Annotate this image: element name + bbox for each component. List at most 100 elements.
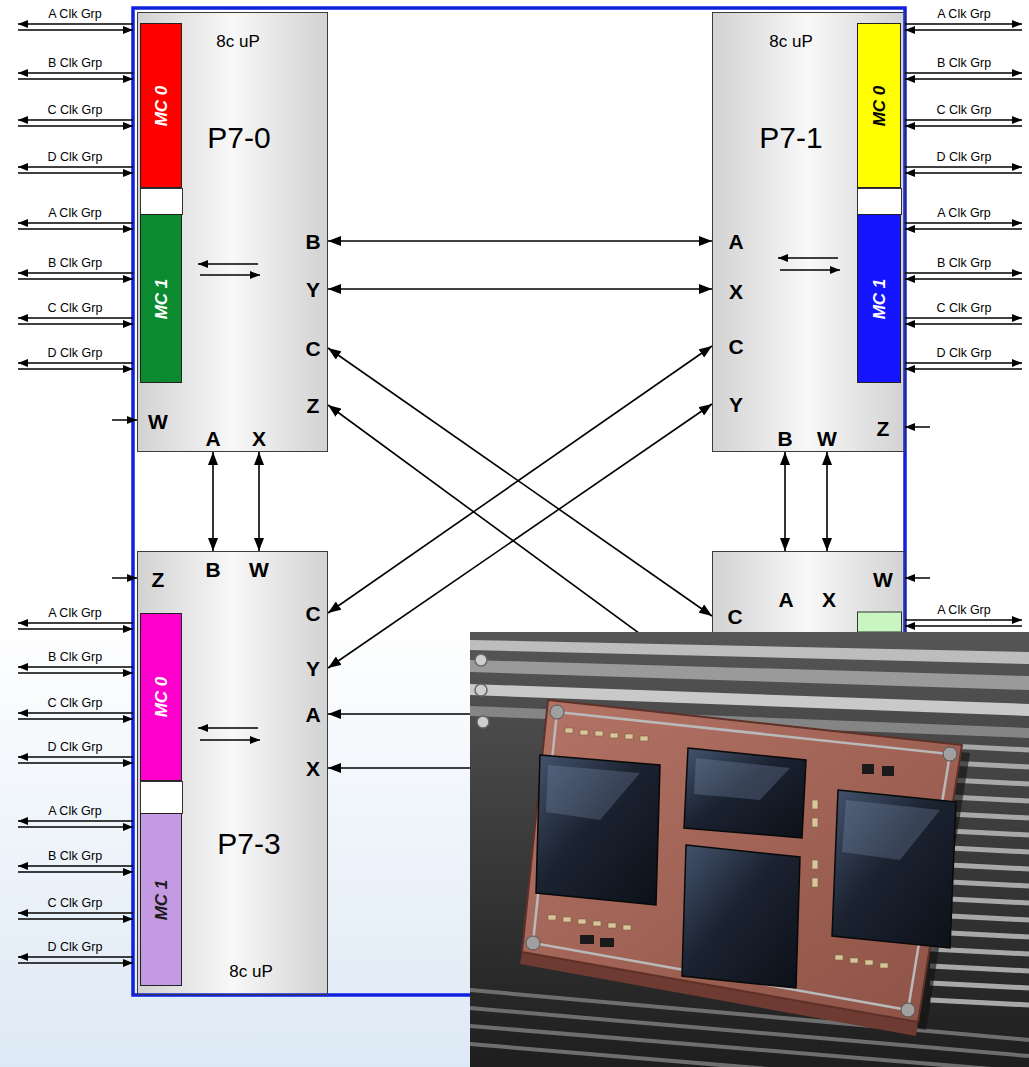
bus-link	[328, 348, 712, 616]
memory-controller-box: MC 0	[140, 23, 182, 188]
processor-box: 8c uPP7-1AXCYZBWMC 0MC 1	[712, 12, 905, 452]
lower-fins-part	[470, 1026, 1029, 1067]
clock-group-arrows-part	[905, 167, 1022, 173]
port-letter: C	[727, 606, 742, 627]
components-part	[880, 963, 888, 968]
port-letter: A	[778, 589, 793, 610]
chip-fill	[712, 12, 905, 452]
clock-group-arrows-part	[18, 623, 133, 629]
internal-arrows-part	[200, 739, 260, 740]
clock-group-arrows-part	[18, 273, 133, 279]
frame-corners-part	[901, 1003, 915, 1017]
clock-group-label: D Clk Grp	[937, 151, 992, 164]
clock-group-arrows-part	[18, 821, 133, 827]
clock-group-arrows-part	[18, 913, 133, 919]
port-letter: W	[148, 411, 168, 432]
internal-arrows-part	[778, 257, 838, 258]
clock-group-arrows-part	[18, 866, 133, 872]
components-part	[593, 921, 601, 926]
internal-arrows-part	[198, 263, 258, 264]
components-part	[625, 734, 633, 739]
internal-arrows-part	[200, 274, 260, 275]
clock-group-label: D Clk Grp	[48, 741, 103, 754]
frame-corners-part	[526, 936, 540, 950]
clock-group-arrows-part	[18, 223, 133, 229]
module-photo	[470, 632, 1029, 1067]
clock-group-arrows-part	[905, 363, 1022, 369]
bus-link	[328, 288, 712, 290]
clock-group-arrows-part	[18, 24, 133, 30]
components-part	[608, 923, 616, 928]
clock-group-label: C Clk Grp	[48, 697, 103, 710]
port-letter: A	[728, 231, 743, 252]
clock-group-arrows-part	[18, 73, 133, 79]
clock-group-label: A Clk Grp	[48, 607, 102, 620]
clock-group-label: D Clk Grp	[48, 347, 103, 360]
port-letter: X	[252, 428, 266, 449]
memory-controller-box: MC 1	[857, 214, 901, 383]
processor-box: 8c uPP7-0BYCZWAXMC 0MC 1	[137, 12, 328, 452]
bus-link	[212, 452, 214, 551]
memory-controller-name: MC 0	[871, 85, 888, 126]
frame-corners	[526, 705, 957, 1017]
bus-link	[328, 240, 712, 242]
memory-controller-box: MC 0	[857, 23, 901, 188]
core-count: 8c uP	[229, 963, 272, 980]
internal-arrows-part	[780, 269, 840, 270]
port-letter: Z	[152, 569, 165, 590]
clock-group-label: B Clk Grp	[937, 257, 991, 270]
processor-box: WAXC	[712, 551, 905, 632]
components-part	[565, 728, 573, 733]
processor-dies-part	[832, 790, 956, 948]
clock-group-arrows-part	[905, 73, 1022, 79]
small-chips-part	[882, 766, 894, 776]
controller-gap	[141, 782, 183, 814]
inbound-port-arrows-part	[112, 577, 137, 579]
components-part	[580, 730, 588, 735]
die-highlights-part	[694, 758, 790, 800]
clock-group-arrows-part	[905, 24, 1022, 30]
inbound-port-arrows	[112, 420, 930, 578]
bus-link	[784, 452, 786, 551]
components-part	[812, 878, 818, 887]
components-part	[812, 800, 818, 809]
port-letter: X	[306, 758, 320, 779]
core-count: 8c uP	[216, 33, 259, 50]
screws-part	[475, 654, 487, 666]
bus-link	[258, 452, 260, 551]
processor-dies	[536, 748, 956, 988]
components-part	[812, 818, 818, 827]
port-letter: W	[817, 428, 837, 449]
small-chips-part	[862, 764, 874, 774]
clock-group-arrows-part	[905, 273, 1022, 279]
memory-controller-box: MC 0	[140, 613, 182, 781]
port-letter: Z	[307, 395, 320, 416]
memory-controller-name: MC 1	[153, 879, 170, 920]
port-letter: B	[305, 231, 320, 252]
clock-group-arrows-part	[18, 318, 133, 324]
components-part	[835, 955, 843, 960]
chip-name: P7-3	[217, 829, 280, 859]
components-part	[850, 958, 858, 963]
port-letter: Y	[306, 279, 320, 300]
components-part	[548, 915, 556, 920]
photo-ground	[470, 632, 1029, 1067]
frame-corners-part	[550, 705, 564, 719]
chip-name: P7-1	[759, 123, 822, 153]
clock-group-label: C Clk Grp	[48, 302, 103, 315]
screws	[475, 654, 489, 728]
port-letter: W	[249, 559, 269, 580]
die-highlights-part	[842, 800, 940, 860]
port-letter: Y	[729, 394, 743, 415]
clock-group-label: A Clk Grp	[48, 8, 102, 21]
clock-group-arrows-part	[905, 620, 1022, 626]
clock-group-label: A Clk Grp	[48, 805, 102, 818]
clock-group-arrows-part	[18, 757, 133, 763]
clock-group-label: D Clk Grp	[937, 347, 992, 360]
clock-group-label: D Clk Grp	[48, 941, 103, 954]
clock-group-arrows-part	[18, 713, 133, 719]
port-letter: A	[305, 704, 320, 725]
clock-group-label: B Clk Grp	[48, 257, 102, 270]
controller-gap	[858, 189, 902, 215]
module-substrate	[522, 700, 962, 1022]
